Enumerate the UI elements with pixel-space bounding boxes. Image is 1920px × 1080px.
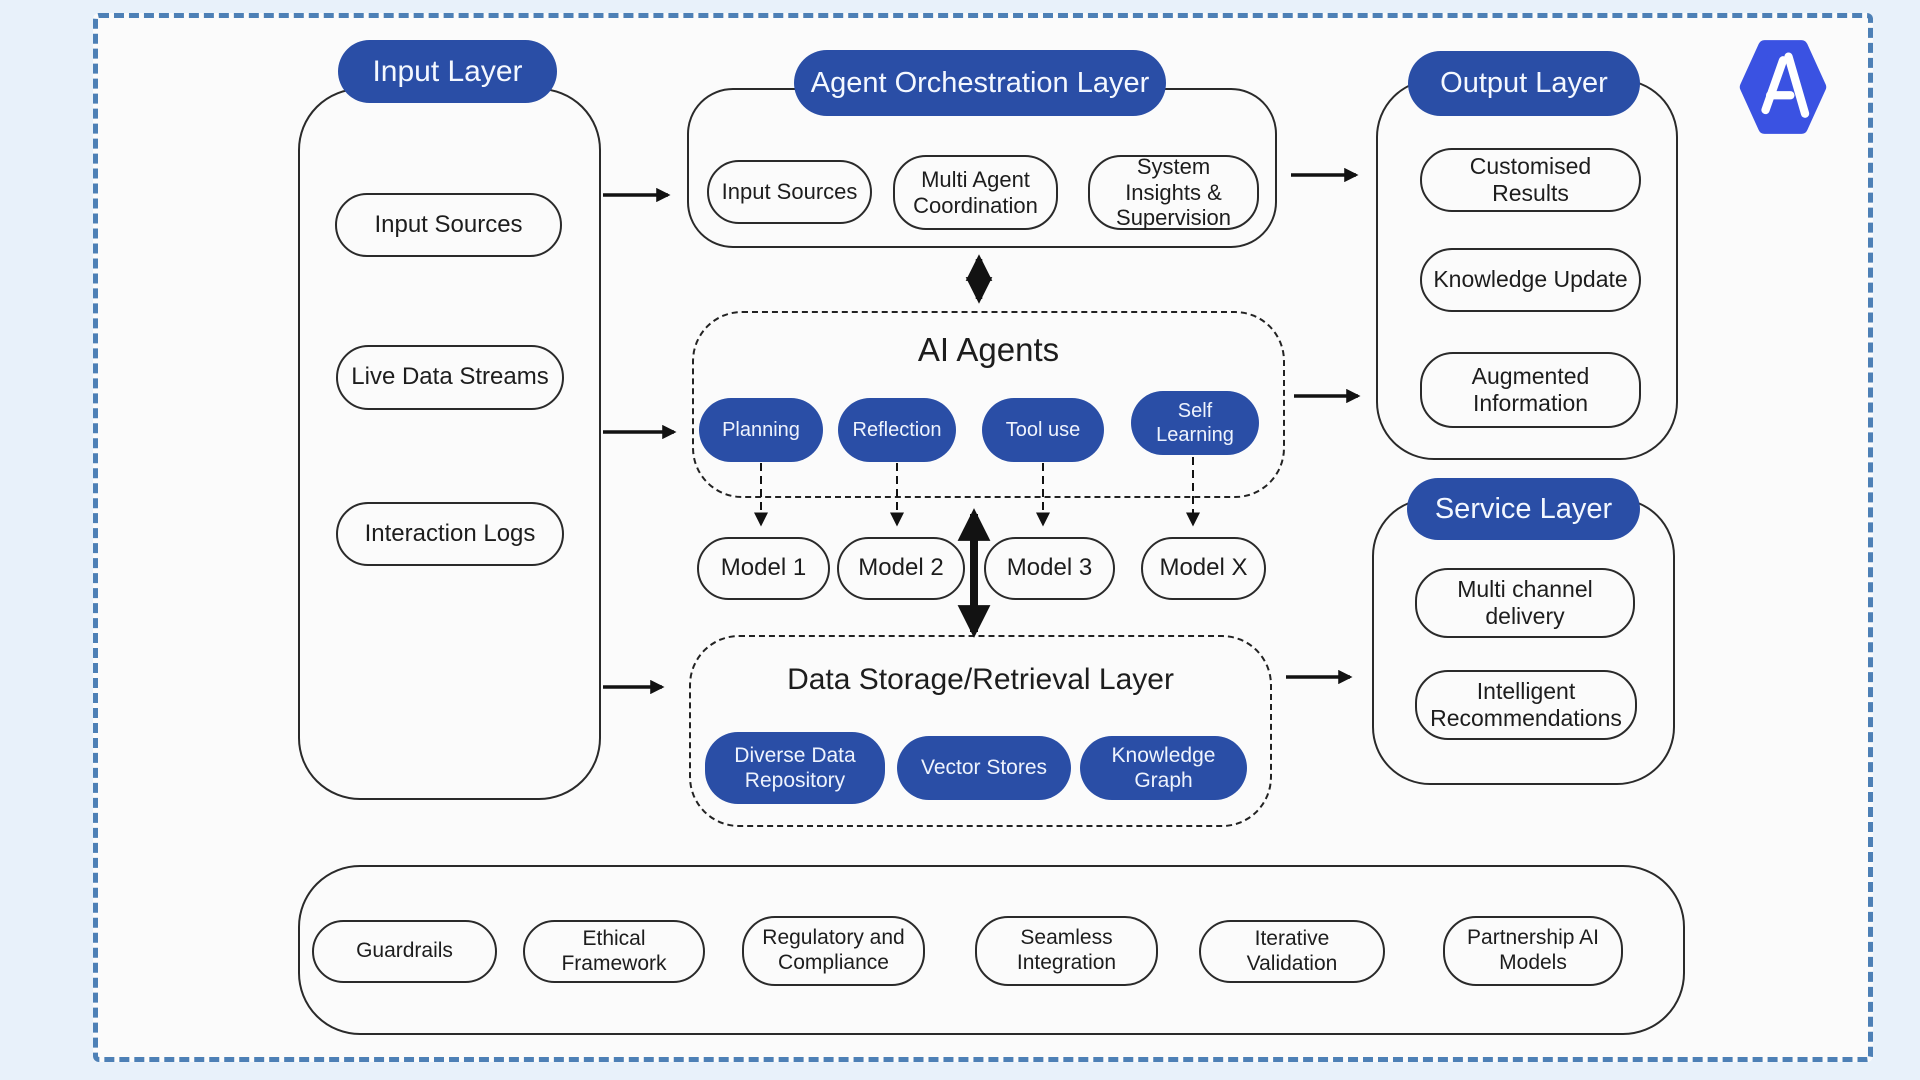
model-1-node: Model 1 [697,537,830,600]
customised-results-node: Customised Results [1420,148,1641,212]
model-2-node: Model 2 [837,537,965,600]
multi-agent-coordination-node: Multi Agent Coordination [893,155,1058,230]
interaction-logs-node: Interaction Logs [336,502,564,566]
model-3-node: Model 3 [984,537,1115,600]
augmented-information-node: Augmented Information [1420,352,1641,428]
ai-agents-box [692,311,1285,498]
output-layer-header: Output Layer [1408,51,1640,116]
regulatory-compliance-node: Regulatory and Compliance [742,916,925,986]
system-insights-supervision-node: System Insights & Supervision [1088,154,1259,230]
brand-logo-icon [1739,40,1827,134]
input-sources-node: Input Sources [335,193,562,257]
iterative-validation-node: Iterative Validation [1199,920,1385,983]
vector-stores-pill: Vector Stores [897,736,1071,800]
ai-agents-title: AI Agents [917,331,1060,368]
self-learning-pill: Self Learning [1131,391,1259,455]
logo-letter-a [1761,52,1810,118]
model-x-node: Model X [1141,537,1266,600]
live-data-streams-node: Live Data Streams [336,345,564,410]
knowledge-update-node: Knowledge Update [1420,248,1641,312]
knowledge-graph-pill: Knowledge Graph [1080,736,1247,800]
orchestration-input-sources-node: Input Sources [707,160,872,224]
ethical-framework-node: Ethical Framework [523,920,705,983]
data-storage-title: Data Storage/Retrieval Layer [787,663,1174,696]
foundation-bar-box [298,865,1685,1035]
diverse-data-repository-pill: Diverse Data Repository [705,732,885,804]
guardrails-node: Guardrails [312,920,497,983]
orchestration-layer-header: Agent Orchestration Layer [794,50,1166,116]
input-layer-header: Input Layer [338,40,557,103]
reflection-pill: Reflection [838,398,956,462]
tool-use-pill: Tool use [982,398,1104,462]
multi-channel-delivery-node: Multi channel delivery [1415,568,1635,638]
partnership-ai-models-node: Partnership AI Models [1443,916,1623,986]
seamless-integration-node: Seamless Integration [975,916,1158,986]
service-layer-header: Service Layer [1407,478,1640,540]
planning-pill: Planning [699,398,823,462]
intelligent-recommendations-node: Intelligent Recommendations [1415,670,1637,740]
